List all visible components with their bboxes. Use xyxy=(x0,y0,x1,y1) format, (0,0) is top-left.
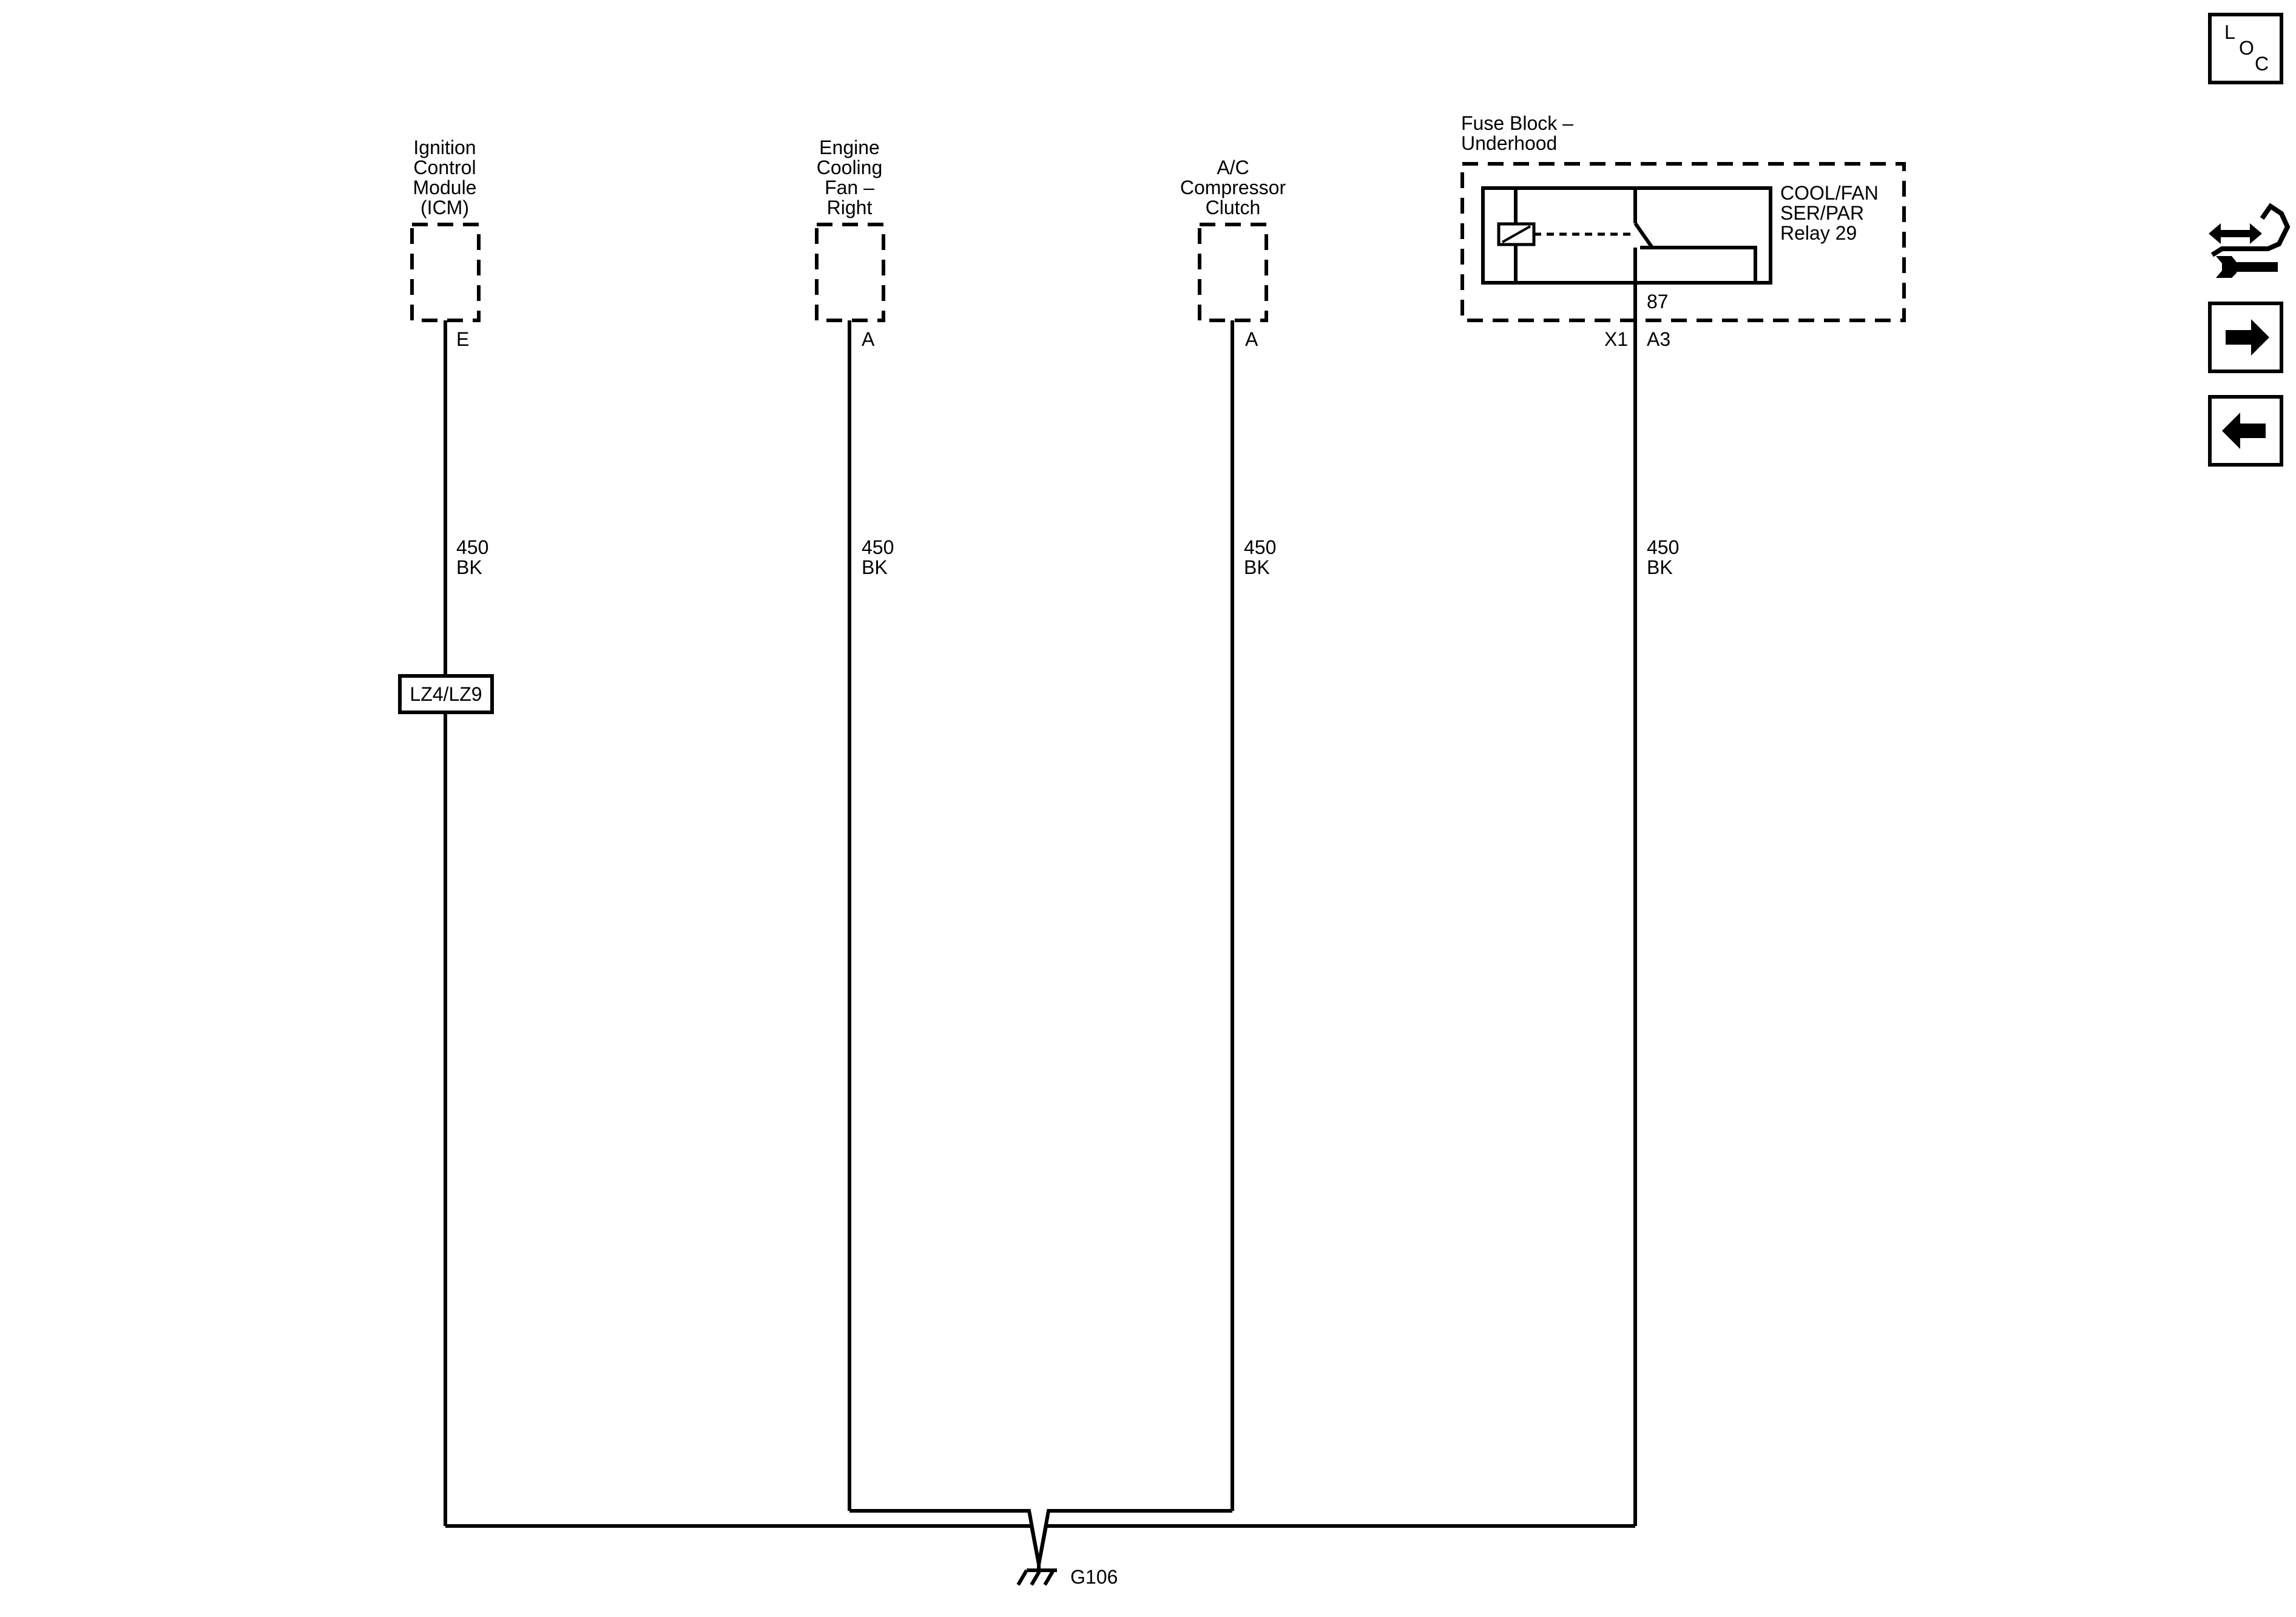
fan-right-dashed-box xyxy=(815,223,885,322)
icm-label-line-3: Module xyxy=(413,177,477,198)
ac-clutch-pin-label: A xyxy=(1245,328,1258,350)
ground-symbol xyxy=(1016,1568,1057,1586)
previous-page-arrow-button[interactable] xyxy=(2208,395,2283,467)
next-page-arrow-button[interactable] xyxy=(2208,302,2283,373)
wire-icm-circuit: 450 xyxy=(456,536,488,558)
loc-letter-c: C xyxy=(2255,53,2269,75)
fuse-block-component: Fuse Block – Underhood COOL/FAN SER/PAR … xyxy=(1460,112,1906,350)
fan-right-pin-label: A xyxy=(862,328,875,350)
wire-fan-right-color: BK xyxy=(862,556,888,578)
fuse-block-pin-label: A3 xyxy=(1647,328,1670,350)
ac-clutch-label-line-2: Compressor xyxy=(1180,177,1286,198)
ac-clutch-label-line-1: A/C xyxy=(1217,157,1249,178)
icm-component: Ignition Control Module (ICM) E xyxy=(410,137,481,350)
option-box: LZ4/LZ9 xyxy=(398,674,494,714)
loc-button[interactable]: L O C xyxy=(2208,13,2283,84)
next-page-arrow-icon xyxy=(2226,319,2269,356)
ground-bus xyxy=(445,1509,1635,1570)
icm-dashed-box xyxy=(410,223,481,322)
fuse-block-connector-label: X1 xyxy=(1604,328,1628,350)
option-label: LZ4/LZ9 xyxy=(410,683,482,705)
icm-label-line-4: (ICM) xyxy=(420,197,469,218)
fan-right-label-line-1: Engine xyxy=(819,137,880,158)
relay-terminal-label: 87 xyxy=(1647,291,1669,312)
wire-fan-right-circuit: 450 xyxy=(862,536,894,558)
icm-pin-label: E xyxy=(456,328,469,350)
ground-label: G106 xyxy=(1070,1566,1118,1588)
fan-right-component: Engine Cooling Fan – Right A xyxy=(815,137,885,350)
wire-icm-color: BK xyxy=(456,556,482,578)
relay-29-symbol xyxy=(1481,186,1772,320)
previous-page-arrow-icon xyxy=(2222,413,2266,449)
fuse-block-label-line-1: Fuse Block – xyxy=(1461,112,1573,134)
loc-letter-l: L xyxy=(2224,21,2235,43)
ac-clutch-component: A/C Compressor Clutch A xyxy=(1180,157,1286,350)
wire-fuse-block-circuit: 450 xyxy=(1647,536,1679,558)
relay-name-line-1: COOL/FAN xyxy=(1780,182,1879,204)
fuse-block-label-line-2: Underhood xyxy=(1461,132,1557,154)
wire-ac-clutch-color: BK xyxy=(1244,556,1270,578)
fan-right-label-line-3: Fan – xyxy=(825,177,874,198)
fan-right-label-line-4: Right xyxy=(827,197,873,218)
fuse-block-dashed-box xyxy=(1460,162,1906,322)
wire-fuse-block-color: BK xyxy=(1647,556,1673,578)
icm-label-line-1: Ignition xyxy=(413,137,476,158)
connector-repair-icon[interactable] xyxy=(2209,203,2291,278)
ac-clutch-dashed-box xyxy=(1198,223,1268,322)
relay-name-line-2: SER/PAR xyxy=(1780,202,1864,224)
relay-name-line-3: Relay 29 xyxy=(1780,222,1857,244)
wire-ac-clutch-circuit: 450 xyxy=(1244,536,1276,558)
fan-right-label-line-2: Cooling xyxy=(817,157,883,178)
ac-clutch-label-line-3: Clutch xyxy=(1206,197,1261,218)
icm-label-line-2: Control xyxy=(413,157,476,178)
loc-letter-o: O xyxy=(2239,37,2254,59)
